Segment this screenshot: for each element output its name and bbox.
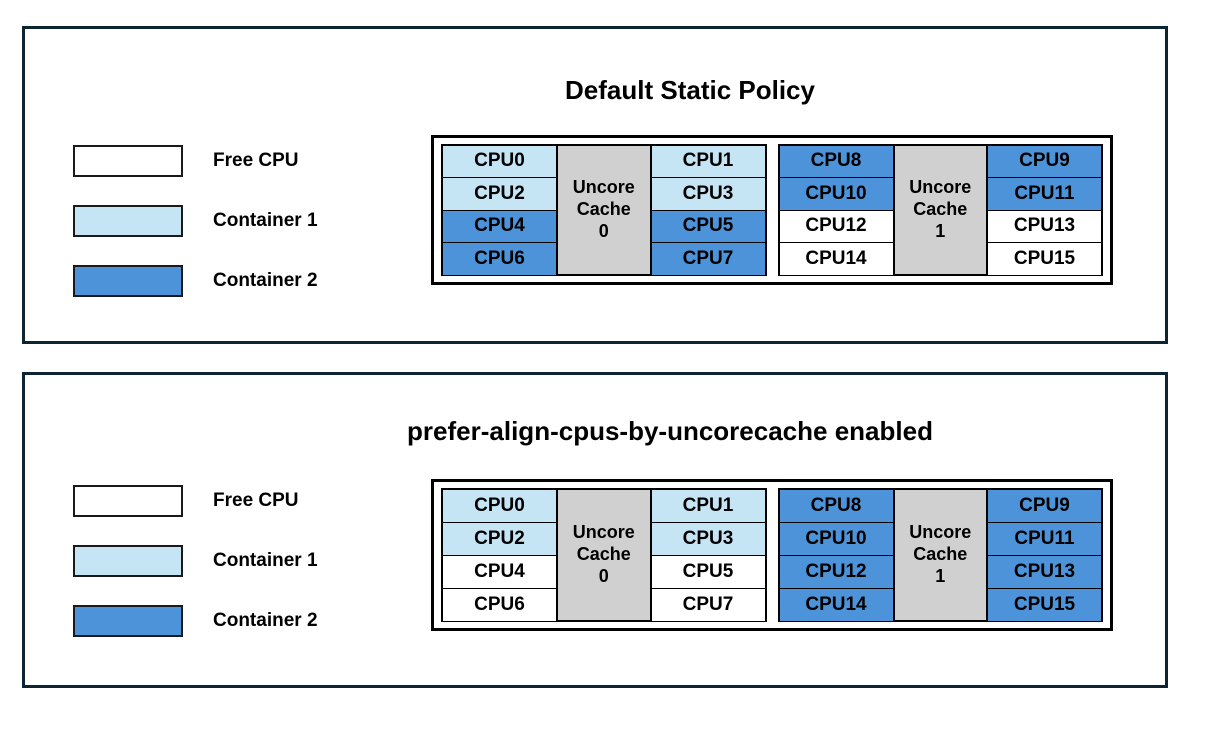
legend: Free CPU Container 1 Container 2 (73, 471, 318, 651)
uncore-cache-label-index: 0 (598, 565, 609, 586)
cpu-cell: CPU9 (987, 488, 1102, 523)
page-title: prefer-align-cpus-by-uncorecache enabled (407, 416, 933, 446)
uncore-cache-label-line1: Uncore (572, 522, 635, 543)
legend-item-free-cpu: Free CPU (73, 471, 318, 531)
panel-default-static-policy: Default Static Policy Free CPU Container… (22, 26, 1168, 344)
cpu-cell: CPU6 (442, 242, 557, 276)
cpu-cell: CPU4 (442, 209, 557, 243)
legend-swatch-container-1 (73, 545, 183, 577)
uncore-cache-box-1: Uncore Cache 1 (893, 145, 987, 275)
legend-label-free-cpu: Free CPU (213, 150, 299, 171)
cpu-cell: CPU15 (987, 242, 1102, 276)
cpu-topology-diagram: CPU0 CPU2 CPU4 CPU6 Uncore Cache 0 CPU1 … (431, 479, 1113, 631)
legend-label-container-1: Container 1 (213, 210, 318, 231)
uncore-cache-label-line2: Cache (576, 544, 631, 565)
cpu-column-left-1: CPU8 CPU10 CPU12 CPU14 (778, 144, 894, 276)
cpu-cell: CPU14 (778, 242, 894, 276)
uncore-cache-label-index: 1 (935, 220, 946, 241)
cpu-cell: CPU15 (987, 587, 1102, 622)
cache-group-1: CPU8 CPU10 CPU12 CPU14 Uncore Cache 1 CP… (777, 144, 1103, 276)
cpu-cell: CPU10 (778, 177, 894, 211)
legend-label-container-1: Container 1 (213, 550, 318, 571)
cpu-cell: CPU0 (442, 488, 557, 523)
legend-item-container-1: Container 1 (73, 531, 318, 591)
uncore-cache-box-0: Uncore Cache 0 (557, 145, 651, 275)
cpu-column-right-1: CPU9 CPU11 CPU13 CPU15 (987, 144, 1102, 276)
cpu-cell: CPU1 (650, 488, 766, 523)
legend-swatch-container-1 (73, 205, 183, 237)
legend-swatch-free-cpu (73, 485, 183, 517)
panel-prefer-align-cpus-by-uncorecache: prefer-align-cpus-by-uncorecache enabled… (22, 372, 1168, 688)
legend-label-container-2: Container 2 (213, 610, 318, 631)
legend-label-free-cpu: Free CPU (213, 490, 299, 511)
cpu-column-right-0: CPU1 CPU3 CPU5 CPU7 (650, 144, 766, 276)
cpu-cell: CPU7 (650, 587, 766, 622)
uncore-cache-label-line2: Cache (913, 199, 968, 220)
cpu-cell: CPU12 (778, 209, 894, 243)
cpu-column-right-1: CPU9 CPU11 CPU13 CPU15 (987, 488, 1102, 622)
legend-item-container-2: Container 2 (73, 591, 318, 651)
legend: Free CPU Container 1 Container 2 (73, 131, 318, 311)
cache-group-1: CPU8 CPU10 CPU12 CPU14 Uncore Cache 1 CP… (777, 488, 1103, 622)
cpu-cell: CPU5 (650, 209, 766, 243)
page-title: Default Static Policy (565, 75, 815, 105)
cpu-cell: CPU10 (778, 521, 894, 556)
cpu-cell: CPU11 (987, 177, 1102, 211)
uncore-cache-label-index: 0 (598, 220, 609, 241)
legend-item-container-1: Container 1 (73, 191, 318, 251)
cpu-cell: CPU2 (442, 521, 557, 556)
cpu-cell: CPU3 (650, 177, 766, 211)
uncore-cache-box-1: Uncore Cache 1 (893, 489, 987, 621)
cpu-cell: CPU4 (442, 554, 557, 589)
uncore-cache-box-0: Uncore Cache 0 (557, 489, 651, 621)
cpu-cell: CPU12 (778, 554, 894, 589)
uncore-cache-label-line1: Uncore (909, 522, 972, 543)
legend-swatch-free-cpu (73, 145, 183, 177)
uncore-cache-label-line1: Uncore (572, 177, 635, 198)
cpu-column-right-0: CPU1 CPU3 CPU5 CPU7 (650, 488, 766, 622)
cpu-cell: CPU9 (987, 144, 1102, 178)
uncore-cache-label-index: 1 (935, 565, 946, 586)
cpu-cell: CPU6 (442, 587, 557, 622)
cpu-cell: CPU8 (778, 144, 894, 178)
cpu-cell: CPU14 (778, 587, 894, 622)
cpu-column-left-0: CPU0 CPU2 CPU4 CPU6 (442, 144, 557, 276)
legend-swatch-container-2 (73, 605, 183, 637)
cache-group-0: CPU0 CPU2 CPU4 CPU6 Uncore Cache 0 CPU1 … (441, 144, 767, 276)
uncore-cache-label-line1: Uncore (909, 177, 972, 198)
cpu-cell: CPU3 (650, 521, 766, 556)
cpu-topology-diagram: CPU0 CPU2 CPU4 CPU6 Uncore Cache 0 CPU1 … (431, 135, 1113, 285)
uncore-cache-label-line2: Cache (913, 544, 968, 565)
legend-label-container-2: Container 2 (213, 270, 318, 291)
uncore-cache-label-line2: Cache (576, 199, 631, 220)
cpu-cell: CPU0 (442, 144, 557, 178)
cache-group-0: CPU0 CPU2 CPU4 CPU6 Uncore Cache 0 CPU1 … (441, 488, 767, 622)
cpu-cell: CPU7 (650, 242, 766, 276)
cpu-cell: CPU8 (778, 488, 894, 523)
cpu-cell: CPU5 (650, 554, 766, 589)
cpu-cell: CPU13 (987, 554, 1102, 589)
legend-swatch-container-2 (73, 265, 183, 297)
cpu-column-left-1: CPU8 CPU10 CPU12 CPU14 (778, 488, 894, 622)
cpu-cell: CPU2 (442, 177, 557, 211)
legend-item-free-cpu: Free CPU (73, 131, 318, 191)
cpu-cell: CPU13 (987, 209, 1102, 243)
cpu-cell: CPU1 (650, 144, 766, 178)
legend-item-container-2: Container 2 (73, 251, 318, 311)
cpu-column-left-0: CPU0 CPU2 CPU4 CPU6 (442, 488, 557, 622)
cpu-cell: CPU11 (987, 521, 1102, 556)
